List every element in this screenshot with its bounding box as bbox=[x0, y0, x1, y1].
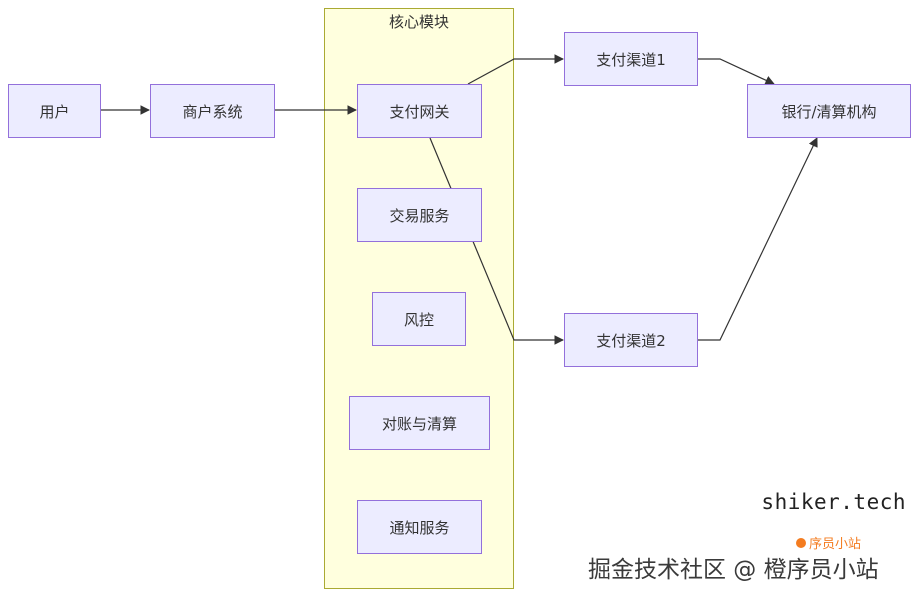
edge-gateway-channel1 bbox=[467, 54, 564, 85]
watermark-main: 掘金技术社区 @ 橙序员小站 bbox=[588, 557, 879, 583]
node-merchant-system: 商户系统 bbox=[150, 84, 275, 138]
node-notify-service: 通知服务 bbox=[357, 500, 482, 554]
edge-channel1-bank bbox=[697, 58, 775, 85]
cluster-title: 核心模块 bbox=[388, 13, 449, 31]
node-channel-2: 支付渠道2 bbox=[564, 313, 698, 367]
node-payment-gateway: 支付网关 bbox=[357, 84, 482, 138]
node-trade-service: 交易服务 bbox=[357, 188, 482, 242]
node-risk-control: 风控 bbox=[372, 292, 466, 346]
node-bank-clearing: 银行/清算机构 bbox=[747, 84, 911, 138]
node-user: 用户 bbox=[8, 84, 101, 138]
watermark-badge-text: 序员小站 bbox=[809, 537, 862, 552]
node-channel-1: 支付渠道1 bbox=[564, 32, 698, 86]
node-reconcile-settlement: 对账与清算 bbox=[349, 396, 490, 450]
watermark-site: shiker.tech bbox=[761, 490, 906, 514]
orange-icon bbox=[796, 537, 806, 548]
edge-channel2-bank bbox=[697, 137, 818, 341]
watermark-badge: 序员小站 bbox=[796, 533, 861, 552]
